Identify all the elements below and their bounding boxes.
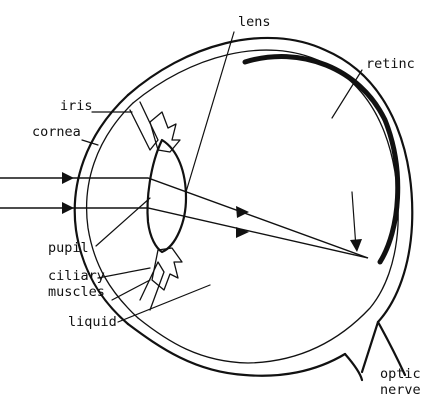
label-iris: iris: [60, 98, 93, 114]
eyeball-outer-wall: [126, 36, 414, 377]
leader-cornea: [81, 139, 99, 146]
leader-liquid-1: [111, 279, 151, 301]
ciliary-muscle-upper: [149, 111, 181, 153]
ray-arrow-4: [236, 227, 249, 238]
ray-arrow-2: [62, 202, 74, 214]
label-lens: lens: [238, 14, 271, 30]
leader-liquid-2: [117, 284, 211, 323]
ciliary-muscle-lower: [151, 247, 183, 291]
cornea-outer: [73, 93, 130, 326]
label-retina: retinc: [366, 56, 415, 72]
optic-nerve: [343, 320, 407, 382]
retina-band: [242, 53, 401, 265]
label-ciliary: ciliary: [48, 268, 105, 284]
cornea-inner: [85, 102, 139, 319]
light-ray-lower: [0, 207, 369, 259]
label-optic: optic: [380, 366, 421, 382]
label-cornea: cornea: [32, 124, 81, 140]
label-pupil: pupil: [48, 240, 89, 256]
lens-shape: [146, 138, 188, 254]
iris-upper: [129, 101, 159, 151]
leader-lens: [185, 31, 235, 193]
leader-retina: [331, 69, 363, 119]
retinal-image-arrowhead: [350, 239, 362, 252]
light-ray-upper: [0, 177, 369, 259]
label-nerve: nerve: [380, 382, 421, 398]
label-muscles: muscles: [48, 284, 105, 300]
ray-arrow-1: [62, 172, 74, 184]
ray-arrow-3: [236, 206, 249, 218]
leader-pupil: [95, 197, 151, 247]
eyeball-inner-wall: [132, 49, 399, 364]
retinal-image-arrow: [351, 191, 357, 249]
leader-ciliary: [97, 267, 151, 279]
label-liquid: liquid: [68, 314, 117, 330]
